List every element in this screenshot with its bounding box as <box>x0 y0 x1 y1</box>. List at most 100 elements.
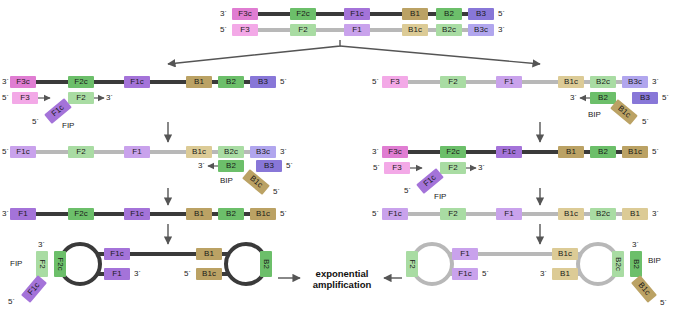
primer-region: F1c <box>104 248 130 260</box>
strand-end: 3´ <box>134 269 141 278</box>
primer-region: B2 <box>630 251 642 277</box>
primer-region: B3c <box>622 76 648 88</box>
primer-arrow <box>410 167 422 168</box>
strand-end: 3´ <box>38 240 45 249</box>
primer-region: F3 <box>384 162 410 174</box>
region-name: F2c <box>74 77 87 86</box>
region-name: B1 <box>194 77 204 86</box>
region-name: B2c <box>596 77 610 86</box>
region-name: B1c <box>628 147 642 156</box>
region-name: B2 <box>262 259 271 269</box>
primer-region: F1c <box>452 268 478 280</box>
region-name: F2 <box>76 93 85 102</box>
strand-end: 5´ <box>482 269 489 278</box>
primer-region: B1 <box>186 208 212 220</box>
primer-region: B2 <box>218 208 244 220</box>
strand-end: 3´ <box>280 147 287 156</box>
strand-end: 5´ <box>220 25 227 34</box>
region-name: F1 <box>460 249 469 258</box>
primer-region: B1 <box>552 268 578 280</box>
region-name: B2c <box>442 25 456 34</box>
primer-name: FIP <box>10 259 22 268</box>
region-name: F1c <box>350 9 363 18</box>
region-name: F2 <box>76 147 85 156</box>
primer-region: B3 <box>256 160 282 172</box>
primer-region: B3 <box>632 92 658 104</box>
strand-end: 5´ <box>2 93 9 102</box>
strand-end: 3´ <box>106 93 113 102</box>
strand-end: 5´ <box>280 77 287 86</box>
primer-region: F3 <box>232 24 258 36</box>
primer-region: F1c <box>416 168 444 194</box>
primer-region: B3 <box>250 76 276 88</box>
strand-end: 3´ <box>372 147 379 156</box>
primer-region: B1 <box>196 248 222 260</box>
region-name: B1 <box>566 147 576 156</box>
primer-region: F1 <box>124 146 150 158</box>
region-name: F2c <box>296 9 309 18</box>
region-name: F1c <box>50 103 66 118</box>
primer-region: F2 <box>68 92 94 104</box>
primer-region: F2 <box>68 146 94 158</box>
primer-region: F3 <box>12 92 38 104</box>
strand-end: 5´ <box>184 269 191 278</box>
primer-region: B1c <box>196 268 222 280</box>
region-name: F1c <box>388 209 401 218</box>
primer-region: F1c <box>44 98 72 124</box>
region-name: B2 <box>444 9 454 18</box>
primer-region: B1c <box>558 208 584 220</box>
primer-region: B1c <box>402 24 428 36</box>
region-name: F2 <box>38 259 47 268</box>
primer-region: F2c <box>68 76 94 88</box>
region-name: F2c <box>56 257 65 270</box>
region-name: B1 <box>194 209 204 218</box>
primer-arrow <box>38 97 50 98</box>
step-arrow <box>539 122 540 142</box>
primer-region: F2 <box>290 24 316 36</box>
region-name: B1c <box>616 104 632 120</box>
primer-name: BIP <box>648 256 661 265</box>
primer-region: F1 <box>104 268 130 280</box>
primer-region: F1c <box>124 76 150 88</box>
primer-region: B1c <box>558 76 584 88</box>
region-name: B3 <box>264 161 274 170</box>
primer-arrow <box>580 97 590 98</box>
primer-region: B1c <box>250 208 276 220</box>
strand-end: 5´ <box>372 77 379 86</box>
strand-end: 5´ <box>404 186 411 195</box>
primer-arrow <box>466 167 476 168</box>
step-caption: exponential amplification <box>304 268 380 290</box>
region-name: F3c <box>16 77 29 86</box>
region-name: B1c <box>564 77 578 86</box>
region-name: F1 <box>504 77 513 86</box>
primer-region: F1 <box>452 248 478 260</box>
region-name: F3 <box>390 77 399 86</box>
strand-end: 3´ <box>570 93 577 102</box>
step-arrows <box>168 40 540 278</box>
region-name: B1 <box>410 9 420 18</box>
primer-region: F1c <box>344 8 370 20</box>
strand-end: 5´ <box>498 9 505 18</box>
region-name: B2 <box>598 93 608 102</box>
region-name: B2 <box>226 77 236 86</box>
primer-region: F1c <box>124 208 150 220</box>
strand-end: 5´ <box>2 147 9 156</box>
region-name: F1c <box>110 249 123 258</box>
strand-end: 3´ <box>198 161 205 170</box>
strand-end: 3´ <box>478 163 485 172</box>
region-name: F2 <box>448 77 457 86</box>
region-name: F1c <box>422 173 438 188</box>
strand-end: 3´ <box>652 77 659 86</box>
primer-region: F3c <box>232 8 258 20</box>
region-name: B3 <box>640 93 650 102</box>
region-name: B3c <box>474 25 488 34</box>
primer-region: F3 <box>382 76 408 88</box>
strand-end: 5´ <box>32 117 39 126</box>
primer-region: F2c <box>68 208 94 220</box>
region-name: B1c <box>408 25 422 34</box>
strand-end: 5´ <box>660 298 667 307</box>
primer-region: F1 <box>496 208 522 220</box>
primer-region: B2 <box>436 8 462 20</box>
step-arrow <box>539 188 540 205</box>
region-name: B1c <box>637 280 653 296</box>
